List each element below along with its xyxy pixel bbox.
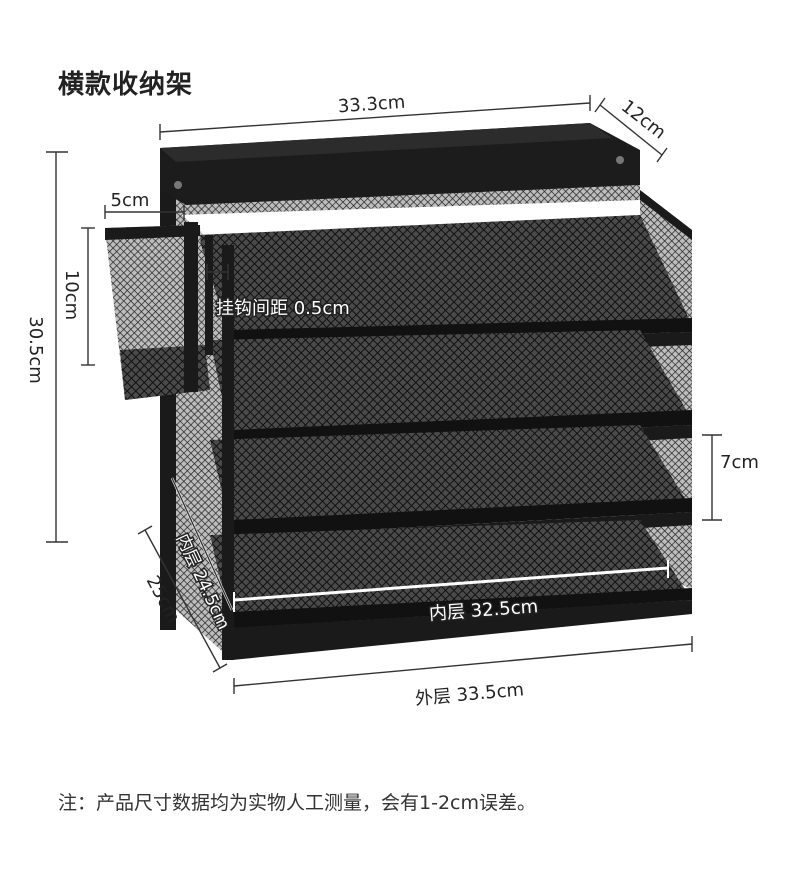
top-depth-label: 12cm — [617, 96, 670, 144]
top-width-label: 33.3cm — [337, 92, 406, 118]
hook-gap-label: 挂钩间距 0.5cm — [216, 298, 350, 319]
hanging-basket — [105, 222, 213, 400]
basket-height-label: 10cm — [61, 270, 82, 320]
outer-width-label: 外层 33.5cm — [414, 679, 525, 709]
measurement-note: 注：产品尺寸数据均为实物人工测量，会有1-2cm误差。 — [58, 792, 536, 814]
dimension-lines — [46, 95, 722, 694]
organizer-illustration — [105, 123, 692, 660]
tier-height-label: 7cm — [720, 452, 759, 473]
tray-tier-4 — [210, 520, 692, 660]
total-height-label: 30.5cm — [25, 316, 46, 384]
page-title: 横款收纳架 — [58, 70, 194, 100]
basket-width-label: 5cm — [111, 190, 150, 211]
